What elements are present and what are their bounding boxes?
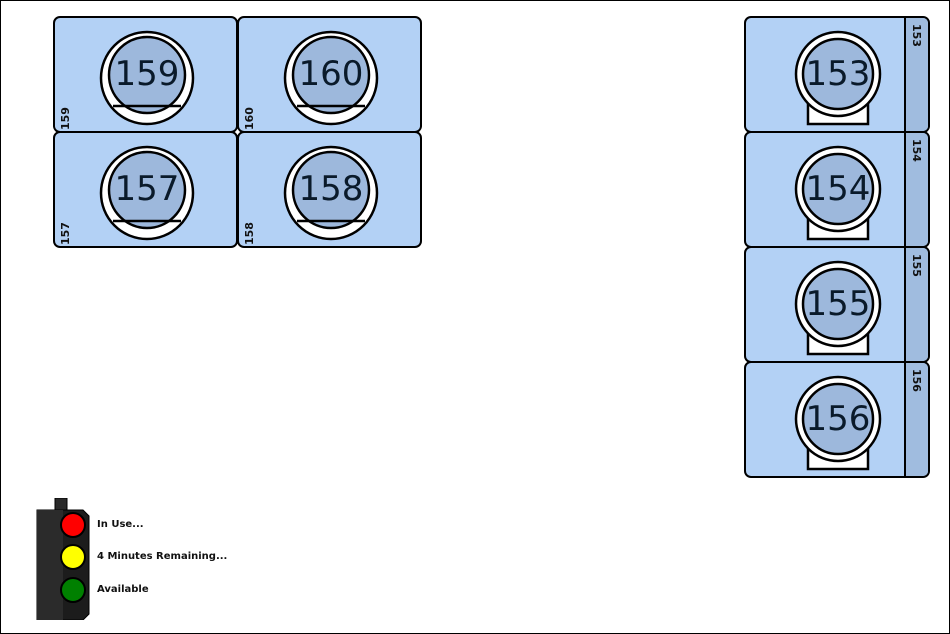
machine-154[interactable]: 154 154 [744,131,930,248]
legend-minutes-remaining: 4 Minutes Remaining... [97,551,228,562]
washer-door-icon [283,145,379,241]
machine-158[interactable]: 158 158 [237,131,422,248]
machine-156[interactable]: 156 156 [744,361,930,478]
dryer-door-icon [794,145,882,241]
dryer-door-icon [794,260,882,356]
machine-number: 156 [805,399,871,439]
yellow-light-icon [60,544,86,570]
dryer-door-icon [794,375,882,471]
dryer-door-icon [794,30,882,126]
machine-side-label: 153 [910,24,923,47]
green-light-icon [60,577,86,603]
machine-side-label: 160 [243,107,256,130]
machine-155[interactable]: 155 155 [744,246,930,363]
machine-side-label: 158 [243,222,256,245]
machine-side-label: 159 [59,107,72,130]
machine-side-label: 157 [59,222,72,245]
machine-number: 159 [114,54,180,94]
machine-number: 157 [114,169,180,209]
red-light-icon [60,512,86,538]
washer-door-icon [99,30,195,126]
machine-side-strip [904,18,928,131]
legend-in-use: In Use... [97,519,144,530]
machine-number: 158 [298,169,364,209]
legend-available: Available [97,584,149,595]
machine-side-strip [904,248,928,361]
machine-side-strip [904,133,928,246]
machine-number: 160 [298,54,364,94]
machine-number: 155 [805,284,871,324]
machine-side-label: 154 [910,139,923,162]
traffic-light-icon [36,498,90,620]
machine-153[interactable]: 153 153 [744,16,930,133]
machine-160[interactable]: 160 160 [237,16,422,133]
washer-door-icon [99,145,195,241]
machine-157[interactable]: 157 157 [53,131,238,248]
machine-side-label: 155 [910,254,923,277]
machine-number: 154 [805,169,871,209]
machine-side-label: 156 [910,369,923,392]
machine-side-strip [904,363,928,476]
machine-number: 153 [805,54,871,94]
machine-159[interactable]: 159 159 [53,16,238,133]
washer-door-icon [283,30,379,126]
